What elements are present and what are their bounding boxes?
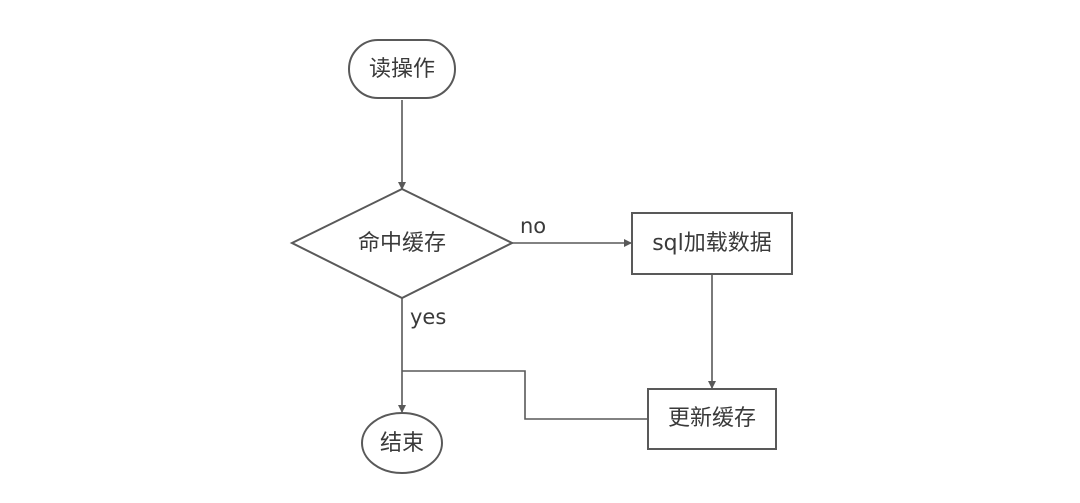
node-update: 更新缓存 — [647, 388, 777, 450]
yes-edge-label: yes — [410, 305, 446, 329]
load-process-shape — [631, 212, 793, 275]
decision-diamond-shape — [289, 187, 515, 300]
start-terminal-shape — [348, 39, 456, 99]
no-edge-label: no — [520, 214, 546, 238]
update-process-shape — [647, 388, 777, 450]
end-terminal-shape — [361, 412, 443, 474]
node-end: 结束 — [361, 412, 443, 474]
load-label: sql加载数据 — [652, 231, 772, 256]
node-load: sql加载数据 — [631, 212, 793, 275]
node-start: 读操作 — [348, 39, 456, 99]
end-label: 结束 — [380, 431, 424, 456]
node-decision: 命中缓存 — [289, 187, 515, 300]
update-label: 更新缓存 — [668, 406, 756, 431]
edge-update-to-end — [402, 370, 648, 420]
start-label: 读操作 — [369, 57, 435, 82]
decision-label: 命中缓存 — [358, 231, 446, 256]
